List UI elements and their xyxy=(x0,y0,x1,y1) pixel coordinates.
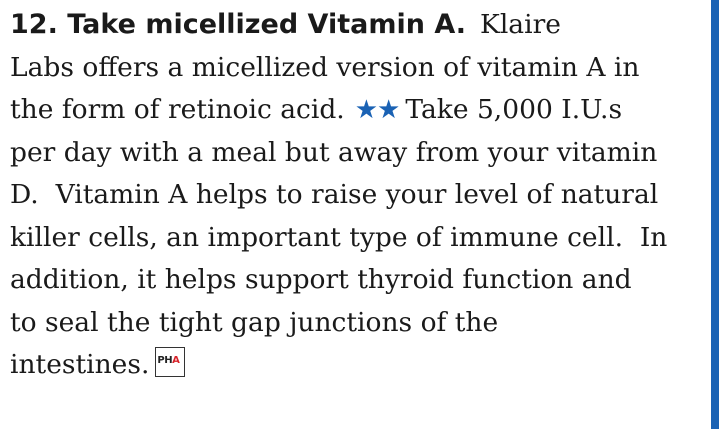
right-border-accent xyxy=(711,0,719,429)
heading-tail-text: Klaire xyxy=(480,9,561,40)
line-3-text-before: the form of retinoic acid. xyxy=(10,94,345,125)
line-7: addition, it helps support thyroid funct… xyxy=(10,264,632,295)
line-5: D. Vitamin A helps to raise your level o… xyxy=(10,179,659,210)
section-heading: 12. Take micellized Vitamin A. xyxy=(10,9,467,40)
line-2: Labs offers a micellized version of vita… xyxy=(10,51,640,83)
line-4: per day with a meal but away from your v… xyxy=(10,136,658,168)
line-6: killer cells, an important type of immun… xyxy=(10,221,668,253)
pha-badge-icon[interactable]: PHA xyxy=(155,347,186,377)
line-9: intestines. PHA xyxy=(10,344,704,387)
line-3: the form of retinoic acid. ★★Take 5,000 I… xyxy=(10,89,704,132)
line-8: to seal the tight gap junctions of the xyxy=(10,306,499,338)
line-1: 12. Take micellized Vitamin A. Klaire xyxy=(10,4,704,47)
rating-stars-icon: ★★ xyxy=(354,95,401,125)
line-9-text: intestines. xyxy=(10,349,150,380)
badge-label: PHA xyxy=(157,355,180,366)
article-paragraph: 12. Take micellized Vitamin A. Klaire Lab… xyxy=(10,4,704,387)
line-3-text-after: Take 5,000 I.U.s xyxy=(405,94,623,125)
